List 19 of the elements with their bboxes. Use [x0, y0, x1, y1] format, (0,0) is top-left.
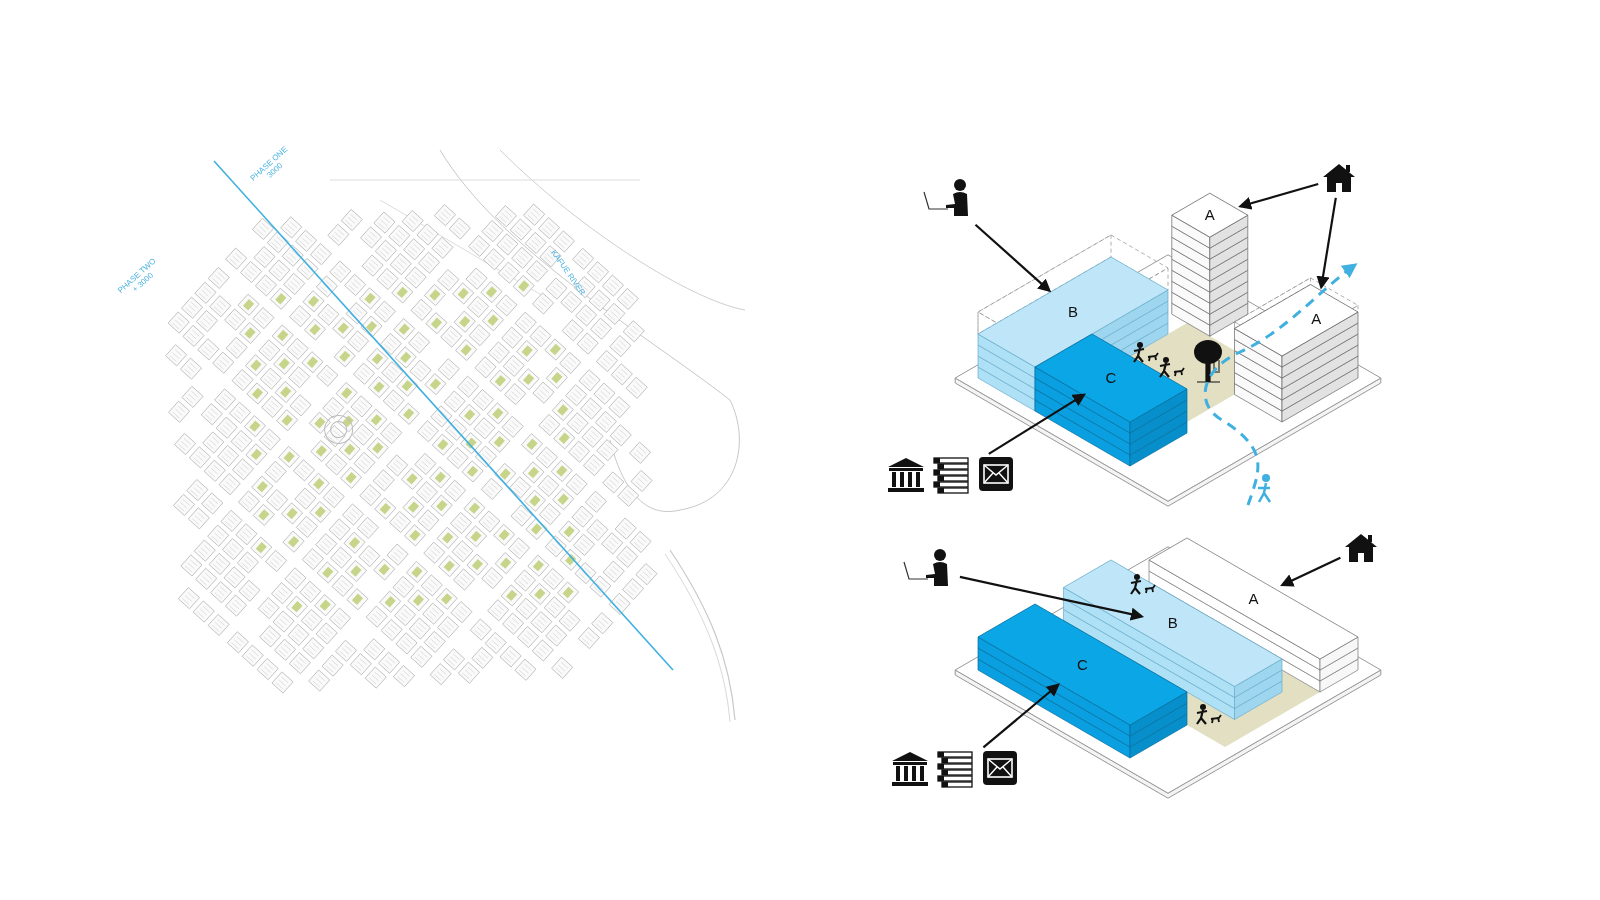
- building-block: [1171, 192, 1249, 337]
- building-block: [1034, 333, 1188, 467]
- arrow: [1280, 556, 1341, 587]
- arrow: [982, 683, 1060, 749]
- building-block: [1063, 559, 1283, 720]
- block-letter: C: [1077, 655, 1088, 673]
- block-letter: A: [1248, 589, 1259, 607]
- arrow: [988, 393, 1087, 455]
- block-letter: A: [1311, 309, 1322, 327]
- arrow: [959, 575, 1145, 621]
- block-letter: B: [1068, 303, 1078, 320]
- arrow: [1316, 197, 1337, 290]
- arrow: [974, 223, 1052, 293]
- building-block: [1234, 277, 1359, 423]
- block-letter: B: [1167, 614, 1178, 632]
- building-block: [977, 603, 1188, 759]
- arrow: [1238, 182, 1319, 210]
- block-letter: C: [1105, 369, 1117, 386]
- block-letter: A: [1204, 206, 1215, 224]
